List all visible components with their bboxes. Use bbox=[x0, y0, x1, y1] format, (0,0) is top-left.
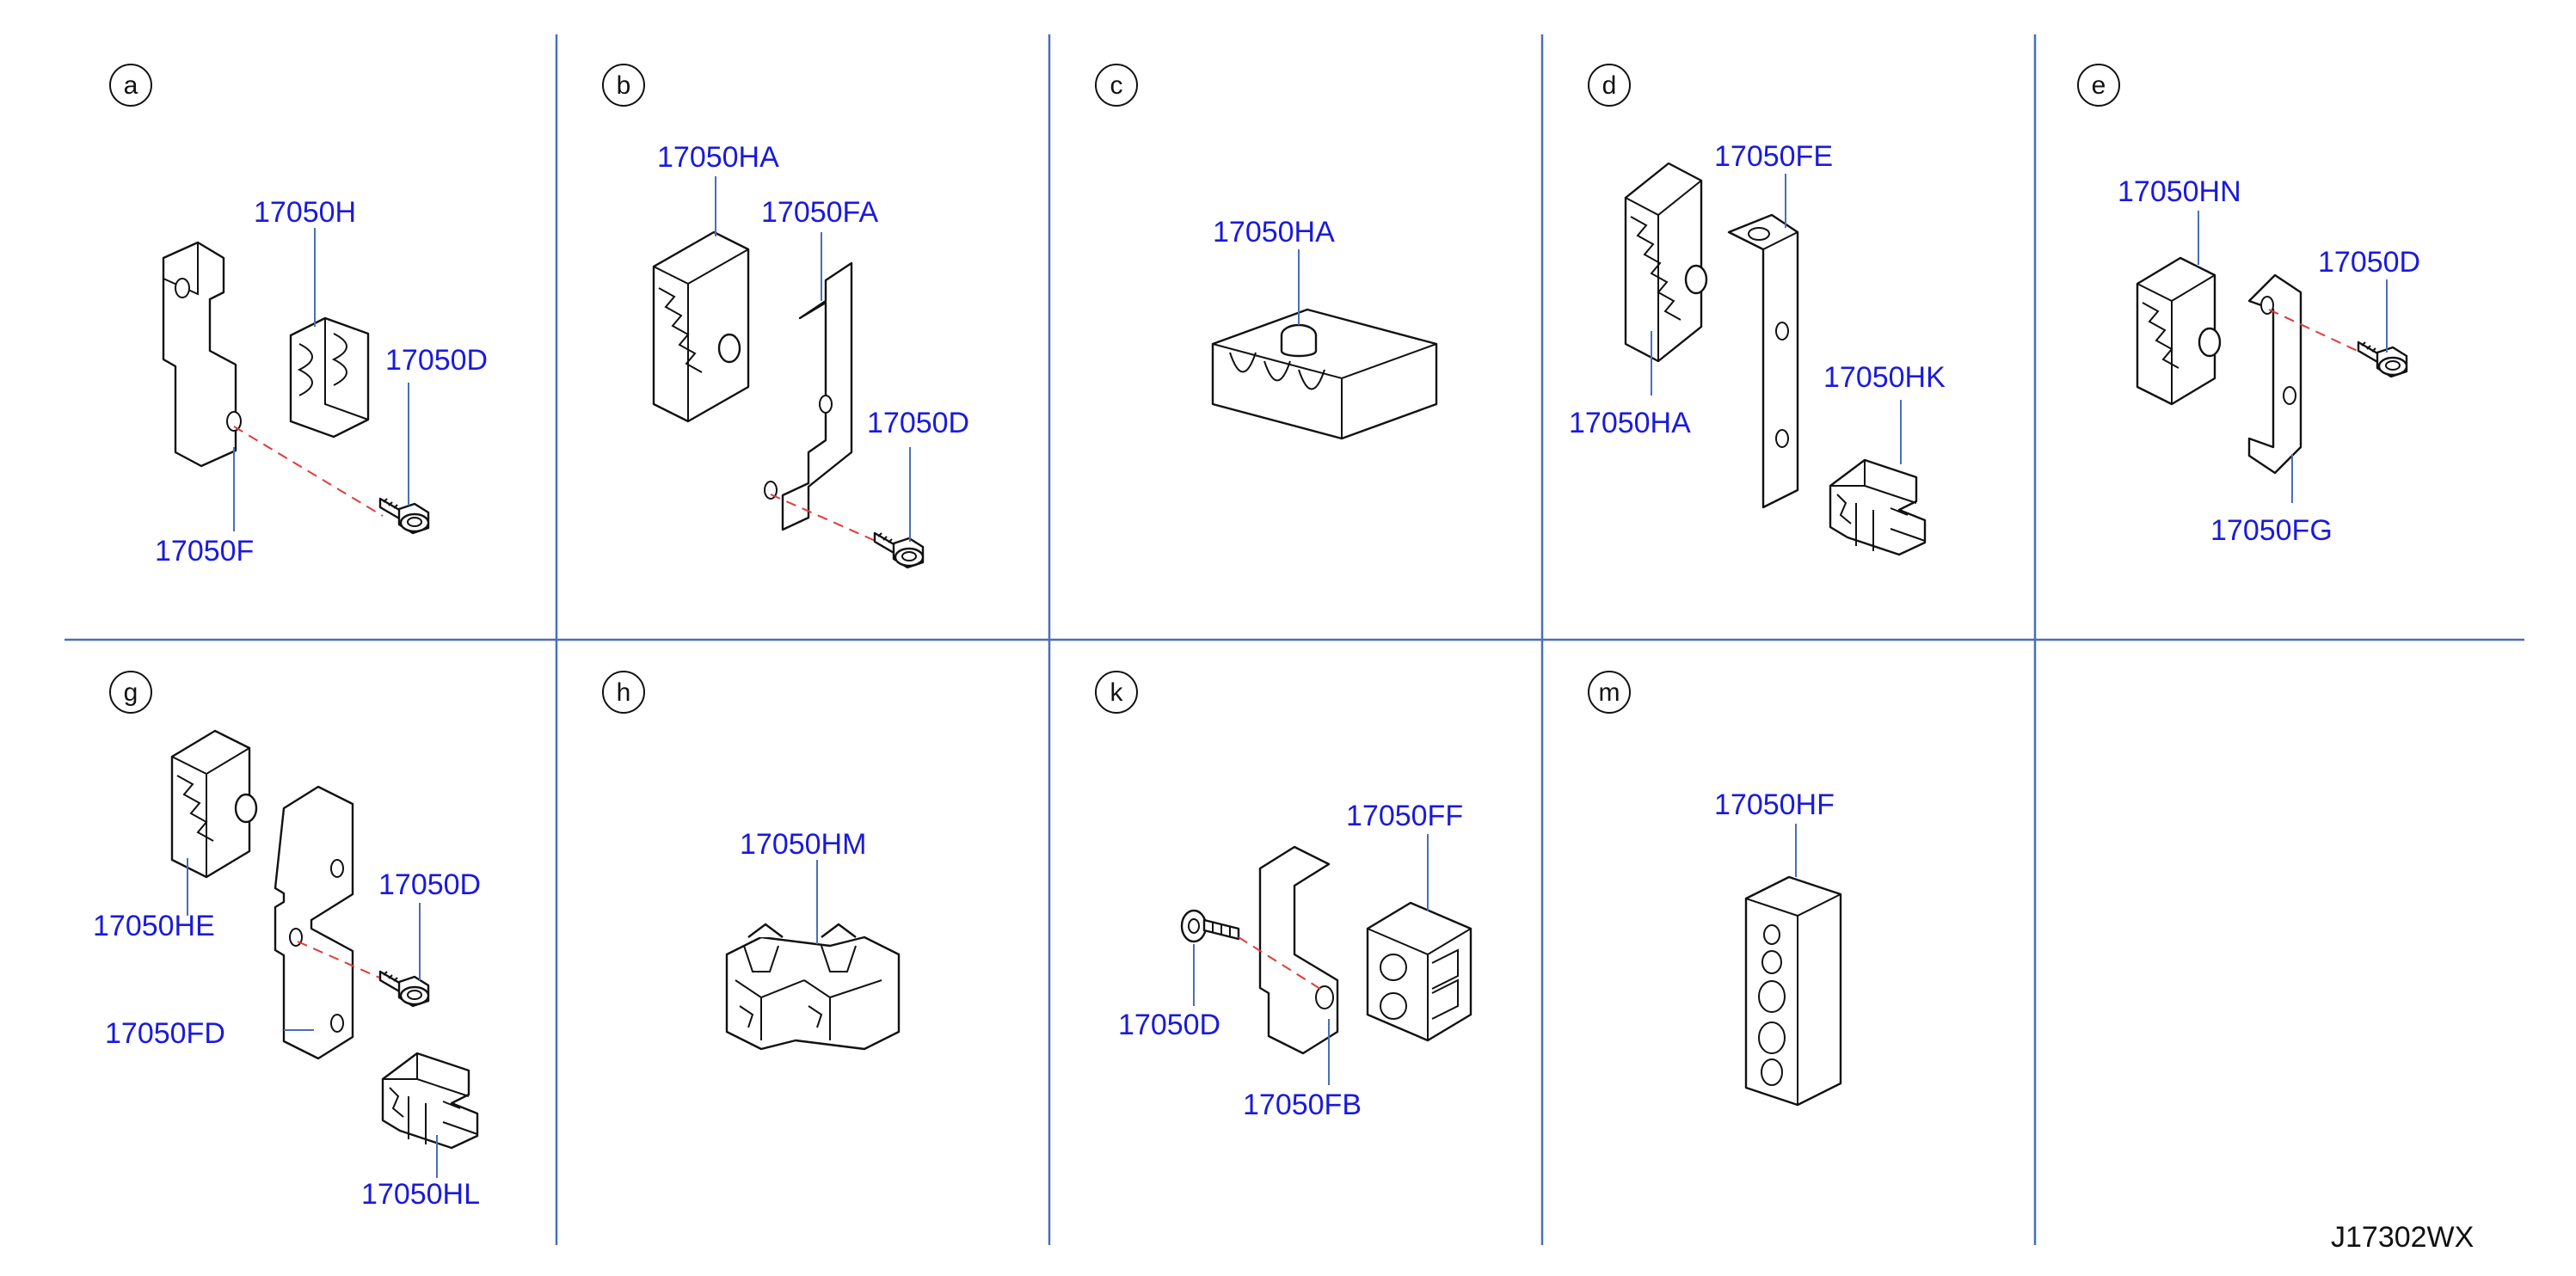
label-17050HE: 17050HE bbox=[93, 910, 215, 942]
panel-letter-circle bbox=[109, 64, 152, 107]
label-17050D: 17050D bbox=[378, 868, 481, 901]
bolt-17050D bbox=[2357, 340, 2408, 378]
bolt-17050D-left bbox=[1180, 909, 1240, 943]
panel-letter: k bbox=[1110, 678, 1124, 707]
label-17050F: 17050F bbox=[155, 535, 254, 567]
panel-d: d 17050FE 17050HA 17050HK bbox=[1569, 64, 1946, 556]
label-17050H: 17050H bbox=[254, 196, 356, 229]
clip-17050HA bbox=[1211, 308, 1438, 440]
panel-b: b 17050HA 17050FA 17050D bbox=[602, 64, 969, 569]
label-17050FE: 17050FE bbox=[1714, 140, 1833, 173]
label-17050HA: 17050HA bbox=[1213, 216, 1335, 248]
label-17050D: 17050D bbox=[1118, 1009, 1220, 1041]
label-17050HL: 17050HL bbox=[361, 1178, 480, 1211]
bracket-17050F bbox=[162, 241, 242, 468]
bolt-17050D bbox=[378, 970, 430, 1008]
clip-17050HK bbox=[1829, 458, 1927, 556]
panel-letter: d bbox=[1602, 71, 1617, 100]
label-17050D: 17050D bbox=[2318, 246, 2420, 279]
panel-a: a 17050H 17050D 17050F bbox=[109, 64, 488, 567]
panel-letter-circle bbox=[602, 671, 645, 714]
label-17050D: 17050D bbox=[867, 407, 969, 439]
label-17050D: 17050D bbox=[385, 344, 488, 377]
clip-17050HA bbox=[652, 230, 750, 423]
label-17050HM: 17050HM bbox=[740, 828, 866, 861]
panel-letter-circle bbox=[2077, 64, 2120, 107]
label-17050FD: 17050FD bbox=[105, 1017, 225, 1050]
panel-letter-circle bbox=[1095, 64, 1138, 107]
clip-17050HL bbox=[381, 1052, 479, 1150]
clip-17050HN bbox=[2136, 256, 2222, 406]
clip-17050H bbox=[289, 316, 370, 439]
panel-letter: g bbox=[124, 678, 138, 707]
clip-17050HE bbox=[170, 729, 258, 879]
panel-letter: c bbox=[1110, 71, 1123, 100]
bracket-17050FE bbox=[1727, 213, 1799, 509]
panel-letter: e bbox=[2092, 71, 2106, 100]
label-17050HA: 17050HA bbox=[657, 141, 779, 174]
panel-letter-circle bbox=[1588, 64, 1631, 107]
panel-c: c 17050HA bbox=[1095, 64, 1438, 440]
panel-e: e 17050HN 17050D 17050FG bbox=[2077, 64, 2420, 547]
bracket-17050FG bbox=[2247, 273, 2302, 475]
label-17050HN: 17050HN bbox=[2118, 175, 2241, 208]
label-17050FB: 17050FB bbox=[1243, 1089, 1362, 1121]
panel-letter-circle bbox=[1095, 671, 1138, 714]
panel-m: m 17050HF bbox=[1588, 671, 1842, 1107]
panel-letter-circle bbox=[602, 64, 645, 107]
clip-17050FF bbox=[1366, 901, 1472, 1042]
block-17050HF bbox=[1744, 875, 1842, 1107]
label-17050FG: 17050FG bbox=[2210, 514, 2333, 547]
label-17050HA: 17050HA bbox=[1569, 407, 1691, 439]
bracket-17050FA bbox=[764, 261, 853, 531]
panel-letter: h bbox=[617, 678, 631, 707]
panel-g: g 17050HE 17050D 17050FD 17050HL bbox=[93, 671, 481, 1211]
clip-17050HM bbox=[725, 923, 901, 1051]
panel-k: k 17050FF 17050D 17050FB bbox=[1095, 671, 1472, 1121]
panel-letter-circle bbox=[109, 671, 152, 714]
grid bbox=[65, 34, 2524, 1245]
bolt-17050D bbox=[873, 531, 925, 569]
bolt-17050D bbox=[378, 497, 430, 535]
clip-17050HA bbox=[1624, 162, 1708, 363]
drawing-code: J17302WX bbox=[2331, 1221, 2474, 1254]
bracket-17050FD bbox=[274, 785, 354, 1060]
label-17050FF: 17050FF bbox=[1346, 800, 1463, 832]
label-17050FA: 17050FA bbox=[761, 196, 878, 229]
panel-letter-circle bbox=[1588, 671, 1631, 714]
panel-letter: m bbox=[1599, 678, 1620, 707]
label-17050HK: 17050HK bbox=[1823, 361, 1946, 394]
panel-h: h 17050HM bbox=[602, 671, 901, 1051]
panel-letter: a bbox=[124, 71, 138, 100]
panel-letter: b bbox=[617, 71, 631, 100]
label-17050HF: 17050HF bbox=[1714, 788, 1835, 821]
bracket-17050FB bbox=[1258, 845, 1339, 1055]
